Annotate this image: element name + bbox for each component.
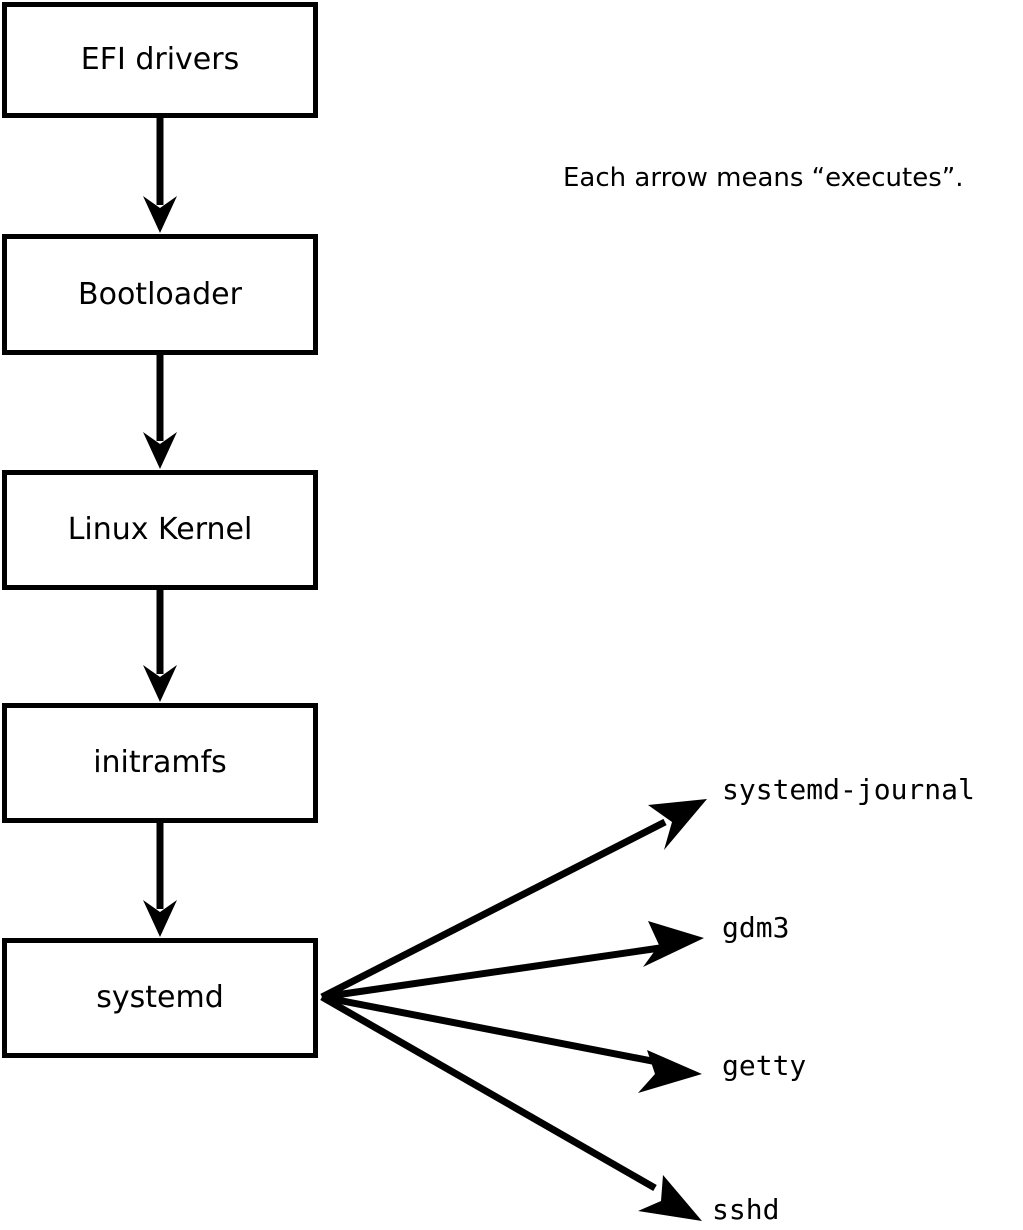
arrow-systemd-to-sshd [320,993,702,1221]
node-label-initramfs: initramfs [93,745,227,780]
arrow-initramfs-to-systemd [143,823,177,937]
node-label-linux-kernel: Linux Kernel [67,512,253,547]
arrow-linux-kernel-to-initramfs [143,590,177,702]
node-label-efi-drivers: EFI drivers [80,42,240,77]
node-efi-drivers[interactable]: EFI drivers [2,2,318,118]
node-label-getty: getty [722,1049,807,1082]
node-label-gdm3: gdm3 [722,911,790,944]
node-label-bootloader: Bootloader [78,276,242,312]
node-systemd[interactable]: systemd [2,938,318,1058]
node-label-systemd: systemd [96,980,224,1015]
arrow-systemd-to-gdm3 [321,921,704,1001]
arrow-systemd-to-getty [321,993,702,1093]
arrow-systemd-to-systemd-journal [320,799,707,1001]
node-initramfs[interactable]: initramfs [2,703,318,823]
node-label-sshd: sshd [712,1193,780,1226]
arrow-bootloader-to-linux-kernel [143,355,177,469]
arrow-efi-drivers-to-bootloader [143,118,177,233]
caption-each-arrow-means-executes: Each arrow means “executes”. [563,163,964,193]
node-linux-kernel[interactable]: Linux Kernel [2,470,318,590]
node-bootloader[interactable]: Bootloader [2,234,318,355]
node-label-systemd-journal: systemd-journal [722,773,975,806]
